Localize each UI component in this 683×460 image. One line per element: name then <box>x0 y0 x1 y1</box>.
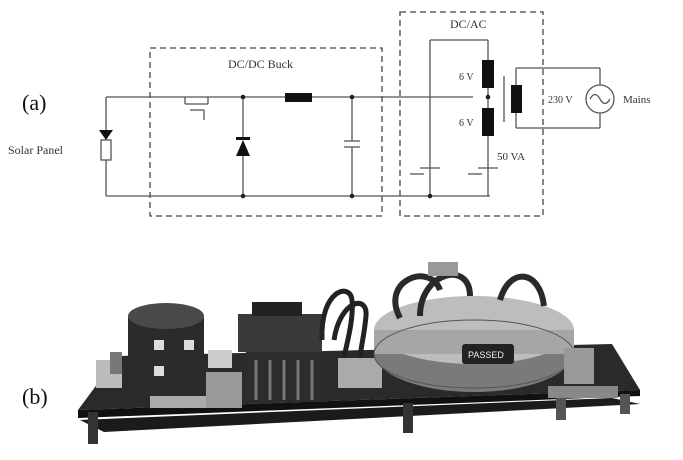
buck-label: DC/DC Buck <box>228 57 293 71</box>
grid-voltage: 230 V <box>548 95 573 106</box>
capacitor-marking-1 <box>154 340 164 350</box>
heatsink-top <box>238 314 322 352</box>
capacitor-top <box>128 303 204 329</box>
junction-dot <box>240 193 246 199</box>
junction-dot <box>240 94 246 100</box>
sine-wave-icon <box>589 93 611 105</box>
header-strip <box>208 350 232 368</box>
passed-sticker <box>462 344 514 364</box>
mains-terminal <box>564 348 594 384</box>
ac-connector <box>338 358 382 388</box>
pin-row <box>150 396 206 408</box>
panel-b-label: (b) <box>22 384 48 409</box>
junction-dot <box>349 193 355 199</box>
ic-block <box>206 372 242 408</box>
freewheel-diode-icon <box>236 140 250 156</box>
standoff-left <box>88 412 98 444</box>
transformer-rating: 50 VA <box>497 151 525 163</box>
inverter-box <box>399 11 544 217</box>
standoff-right-1 <box>556 398 566 420</box>
cable-loop-2 <box>331 300 369 361</box>
transformer-lead-3 <box>497 273 547 307</box>
inverter-label: DC/AC <box>450 17 487 31</box>
cable-loop-1 <box>319 288 355 359</box>
small-capacitor <box>110 352 122 374</box>
capacitor-marking-2 <box>154 366 164 376</box>
junction-dot <box>427 193 433 199</box>
transformer-primary-bottom <box>482 108 494 136</box>
standoff-right-2 <box>620 394 630 414</box>
solar-panel-label: Solar Panel <box>8 143 64 157</box>
solar-diode-icon <box>99 130 113 140</box>
capacitor-marking-3 <box>184 340 194 350</box>
panel-a-label: (a) <box>22 90 47 115</box>
standoff-middle <box>403 403 413 433</box>
diode-bar <box>236 137 250 140</box>
pcb-edge <box>78 390 640 418</box>
winding-top-voltage: 6 V <box>459 72 474 83</box>
passed-sticker-text: PASSED <box>468 350 504 360</box>
winding-bottom-voltage: 6 V <box>459 118 474 129</box>
transformer-primary-top <box>482 60 494 88</box>
buck-converter-box <box>149 47 383 217</box>
lead-connector <box>428 262 458 276</box>
board-shadow <box>80 398 640 432</box>
mains-label: Mains <box>623 94 651 106</box>
heatsink-clip <box>252 302 302 316</box>
inductor-icon <box>285 93 312 102</box>
terminal-bracket <box>548 386 618 398</box>
junction-dot <box>349 94 355 100</box>
transformer-secondary <box>511 85 522 113</box>
junction-dot <box>485 94 491 100</box>
